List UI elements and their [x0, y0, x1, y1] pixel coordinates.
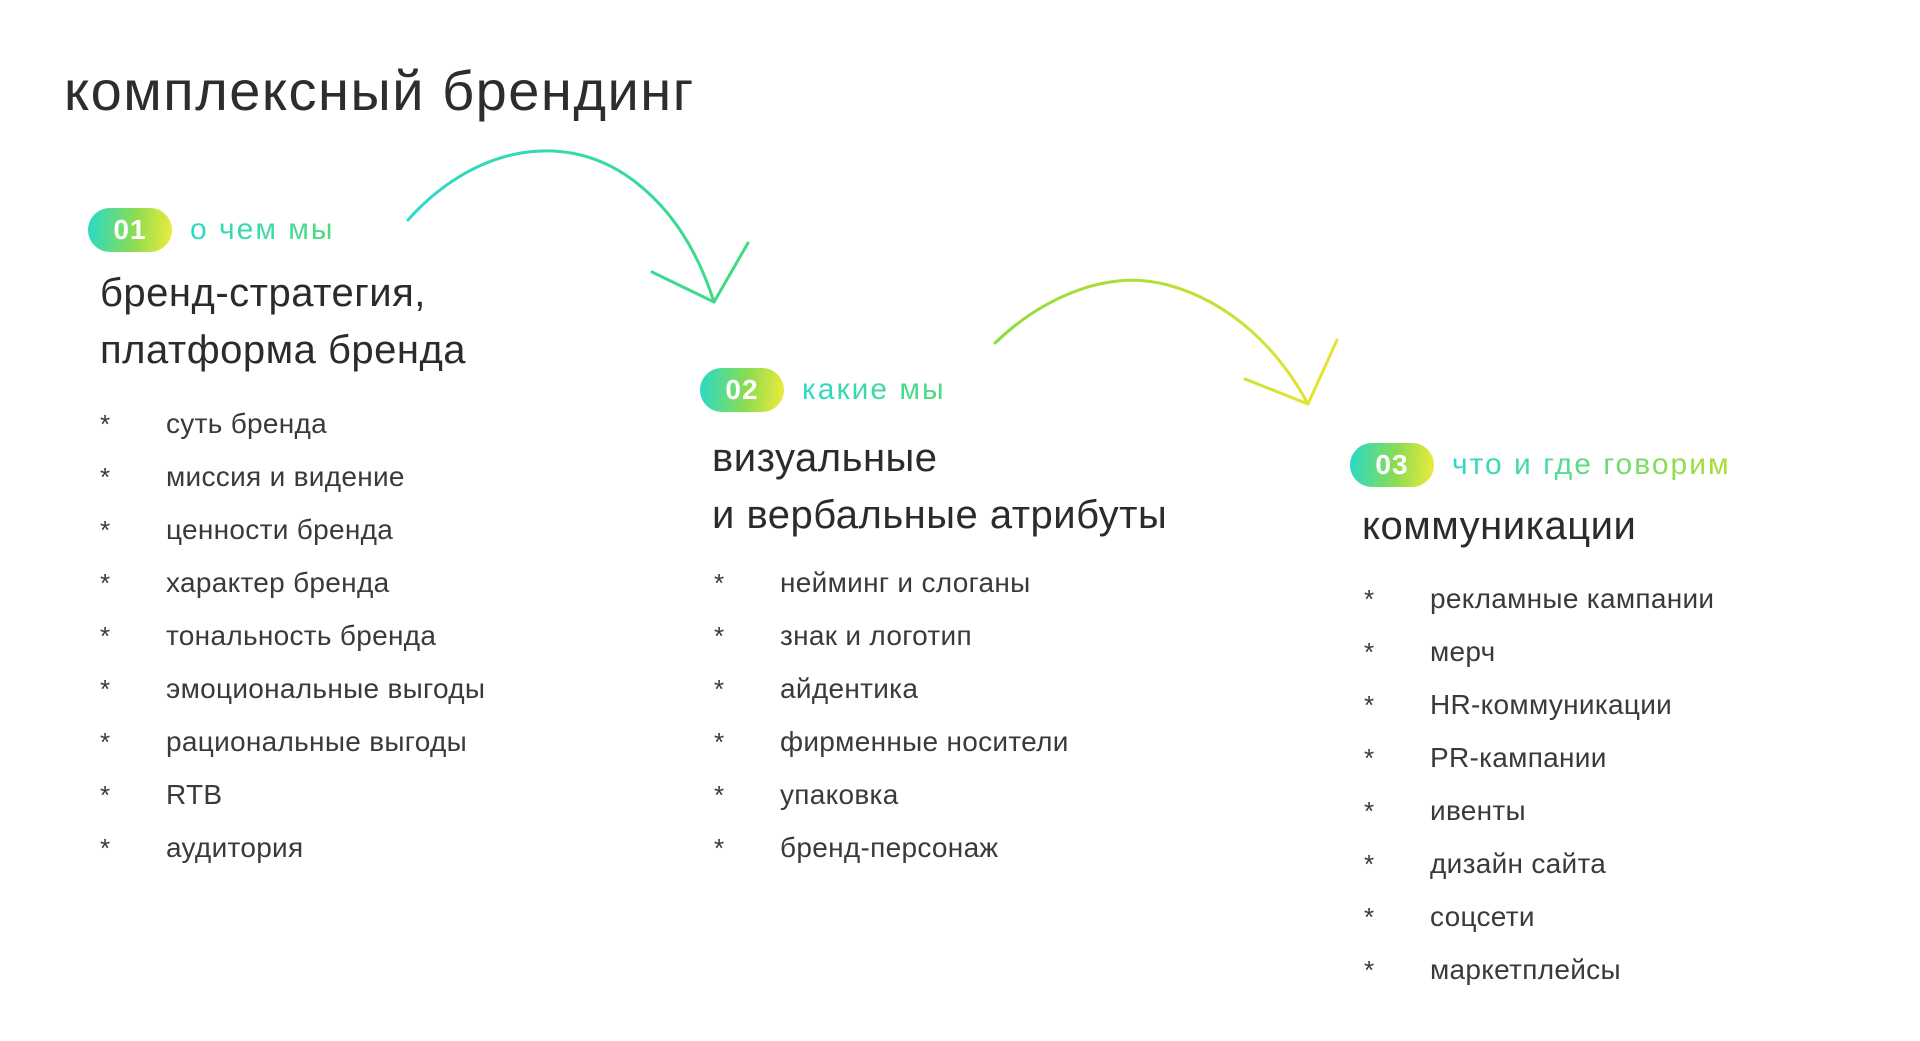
list-item: * миссия и видение [100, 450, 708, 503]
section-list: * нейминг и слоганы * знак и логотип * айде… [714, 556, 1320, 874]
asterisk-bullet: * [1364, 796, 1375, 826]
section-brand-strategy: 01 о чем мы бренд-стратегия, платформа бр… [88, 208, 708, 874]
section-communications: 03 что и где говорим коммуникации * рекла… [1350, 443, 1910, 996]
list-item: * айдентика [714, 662, 1320, 715]
list-item-text: характер бренда [166, 567, 390, 598]
list-item-text: PR-кампании [1430, 742, 1607, 773]
section-heading: бренд-стратегия, платформа бренда [100, 265, 708, 379]
asterisk-bullet: * [714, 674, 725, 704]
list-item-text: рекламные кампании [1430, 583, 1715, 614]
page-title: комплексный брендинг [64, 59, 695, 122]
list-item: * нейминг и слоганы [714, 556, 1320, 609]
list-item: * ценности бренда [100, 503, 708, 556]
step-header: 02 какие мы [700, 368, 1320, 412]
list-item: * рациональные выгоды [100, 715, 708, 768]
list-item-text: ценности бренда [166, 514, 394, 545]
list-item: * характер бренда [100, 556, 708, 609]
list-item-text: соцсети [1430, 901, 1535, 932]
list-item: * мерч [1364, 625, 1910, 678]
list-item: * соцсети [1364, 890, 1910, 943]
list-item-text: знак и логотип [780, 620, 972, 651]
list-item: * знак и логотип [714, 609, 1320, 662]
list-item: * дизайн сайта [1364, 837, 1910, 890]
list-item-text: HR-коммуникации [1430, 689, 1673, 720]
list-item-text: маркетплейсы [1430, 954, 1621, 985]
section-visual-verbal-attributes: 02 какие мы визуальные и вербальные атриб… [700, 368, 1320, 874]
heading-line: бренд-стратегия, [100, 271, 426, 315]
asterisk-bullet: * [100, 462, 111, 492]
list-item: * маркетплейсы [1364, 943, 1910, 996]
list-item: * эмоциональные выгоды [100, 662, 708, 715]
list-item: * HR-коммуникации [1364, 678, 1910, 731]
list-item-text: тональность бренда [166, 620, 437, 651]
list-item: * аудитория [100, 821, 708, 874]
asterisk-bullet: * [100, 833, 111, 863]
list-item-text: суть бренда [166, 408, 328, 439]
heading-line: платформа бренда [100, 328, 467, 372]
asterisk-bullet: * [1364, 902, 1375, 932]
list-item-text: мерч [1430, 636, 1496, 667]
asterisk-bullet: * [100, 727, 111, 757]
heading-line: коммуникации [1362, 504, 1637, 548]
list-item: * тональность бренда [100, 609, 708, 662]
asterisk-bullet: * [100, 515, 111, 545]
asterisk-bullet: * [714, 833, 725, 863]
list-item: * рекламные кампании [1364, 572, 1910, 625]
step-number-badge: 03 [1350, 443, 1434, 487]
list-item: * фирменные носители [714, 715, 1320, 768]
list-item-text: упаковка [780, 779, 899, 810]
list-item-text: миссия и видение [166, 461, 405, 492]
asterisk-bullet: * [1364, 690, 1375, 720]
list-item: * RTB [100, 768, 708, 821]
step-number-badge: 02 [700, 368, 784, 412]
step-number-badge: 01 [88, 208, 172, 252]
list-item-text: нейминг и слоганы [780, 567, 1031, 598]
list-item-text: рациональные выгоды [166, 726, 468, 757]
asterisk-bullet: * [100, 568, 111, 598]
asterisk-bullet: * [1364, 743, 1375, 773]
asterisk-bullet: * [100, 780, 111, 810]
list-item-text: эмоциональные выгоды [166, 673, 486, 704]
list-item-text: бренд-персонаж [780, 832, 999, 863]
section-heading: визуальные и вербальные атрибуты [712, 430, 1320, 544]
section-heading: коммуникации [1362, 498, 1910, 555]
list-item: * упаковка [714, 768, 1320, 821]
step-tag-label: что и где говорим [1452, 448, 1731, 481]
asterisk-bullet: * [714, 727, 725, 757]
asterisk-bullet: * [714, 621, 725, 651]
list-item-text: RTB [166, 779, 223, 810]
asterisk-bullet: * [1364, 584, 1375, 614]
asterisk-bullet: * [1364, 637, 1375, 667]
step-header: 03 что и где говорим [1350, 443, 1910, 487]
list-item-text: айдентика [780, 673, 919, 704]
heading-line: и вербальные атрибуты [712, 493, 1168, 537]
section-list: * рекламные кампании * мерч * HR-коммуникац… [1364, 572, 1910, 996]
list-item-text: ивенты [1430, 795, 1526, 826]
list-item-text: дизайн сайта [1430, 848, 1607, 879]
list-item-text: аудитория [166, 832, 304, 863]
asterisk-bullet: * [100, 621, 111, 651]
asterisk-bullet: * [100, 409, 111, 439]
step-header: 01 о чем мы [88, 208, 708, 252]
list-item: * бренд-персонаж [714, 821, 1320, 874]
step-tag-label: какие мы [802, 373, 946, 406]
asterisk-bullet: * [1364, 955, 1375, 985]
list-item: * PR-кампании [1364, 731, 1910, 784]
list-item-text: фирменные носители [780, 726, 1069, 757]
step-tag-label: о чем мы [190, 213, 335, 246]
asterisk-bullet: * [714, 568, 725, 598]
asterisk-bullet: * [714, 780, 725, 810]
asterisk-bullet: * [100, 674, 111, 704]
list-item: * ивенты [1364, 784, 1910, 837]
section-list: * суть бренда * миссия и видение * ценности… [100, 397, 708, 874]
list-item: * суть бренда [100, 397, 708, 450]
asterisk-bullet: * [1364, 849, 1375, 879]
heading-line: визуальные [712, 436, 938, 480]
